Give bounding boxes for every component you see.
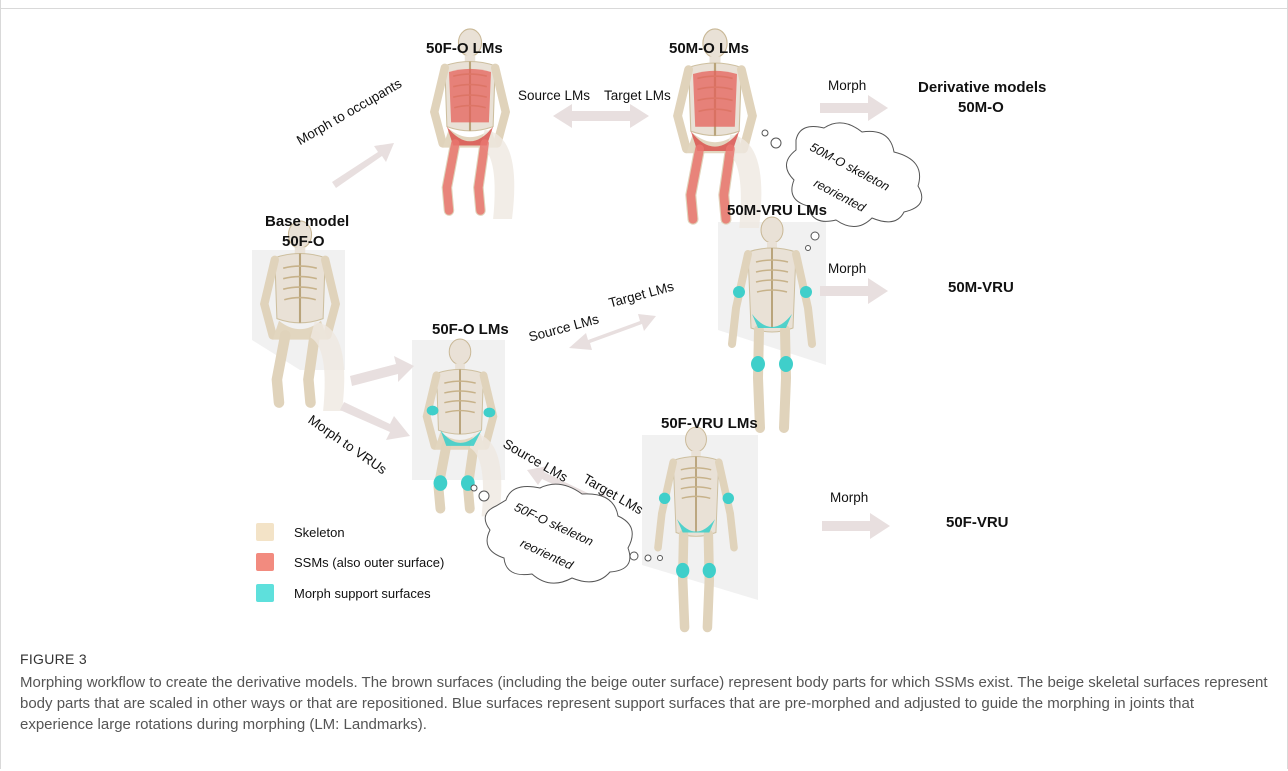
text-morph-1: Morph: [828, 78, 866, 93]
arrow-base-to-mid-lower: [340, 402, 410, 440]
legend-swatch-ssms: [256, 553, 274, 571]
legend-label-support: Morph support surfaces: [294, 586, 431, 601]
arrow-double-top: [553, 104, 649, 128]
label-derivative-line2: 50M-O: [958, 99, 1004, 116]
label-derivative-line1: Derivative models: [918, 79, 1046, 96]
label-base-line1: Base model: [265, 213, 349, 230]
label-50m-vru-lms: 50M-VRU LMs: [727, 202, 827, 219]
text-morph-3: Morph: [830, 490, 868, 505]
label-50m-o-lms: 50M-O LMs: [669, 40, 749, 57]
arrow-morph-3: [822, 513, 890, 539]
label-50m-vru: 50M-VRU: [948, 279, 1014, 296]
label-base-line2: 50F-O: [282, 233, 325, 250]
arrow-morph-2: [820, 278, 888, 304]
arrow-morph-1: [820, 95, 888, 121]
arrow-base-to-mid-upper: [350, 356, 414, 386]
text-source-lms-top: Source LMs: [518, 88, 590, 103]
caption-text: Morphing workflow to create the derivati…: [20, 672, 1270, 735]
arrow-morph-occupants: [332, 143, 394, 188]
text-target-lms-top: Target LMs: [604, 88, 671, 103]
label-50f-o-lms-top: 50F-O LMs: [426, 40, 503, 57]
figure-50f-o-top: [434, 29, 514, 219]
legend-label-skeleton: Skeleton: [294, 525, 345, 540]
text-morph-2: Morph: [828, 261, 866, 276]
caption-title: FIGURE 3: [20, 651, 87, 667]
label-50f-vru: 50F-VRU: [946, 514, 1009, 531]
figure-50m-o: [678, 29, 762, 228]
label-50f-o-lms-mid: 50F-O LMs: [432, 321, 509, 338]
legend-swatch-support: [256, 584, 274, 602]
legend-swatch-skeleton: [256, 523, 274, 541]
legend-label-ssms: SSMs (also outer surface): [294, 555, 444, 570]
label-50f-vru-lms: 50F-VRU LMs: [661, 415, 758, 432]
